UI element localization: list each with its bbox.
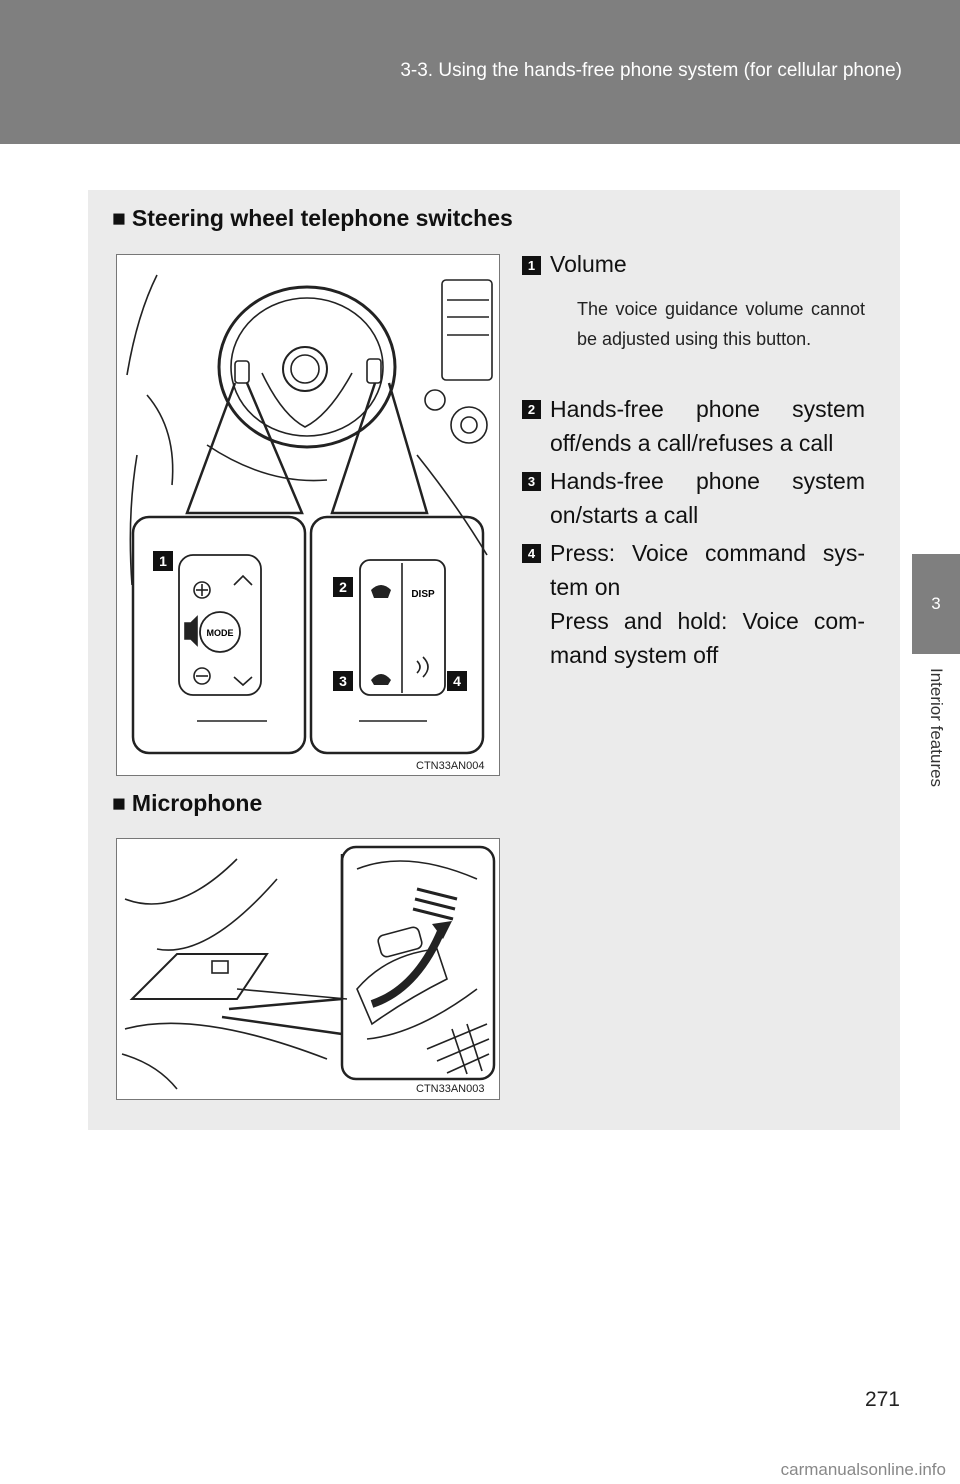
page-number: 271 <box>864 1388 900 1411</box>
section-bullet: ■ <box>112 205 126 231</box>
section-bullet: ■ <box>112 790 126 816</box>
callout-1-box <box>153 551 173 571</box>
list-item-volume: 1 Volume <box>522 250 867 290</box>
section-heading-steering: ■Steering wheel telephone switches <box>112 205 513 232</box>
list-item-phone-on: 3 Hands-free phone system on/starts a ca… <box>522 464 867 534</box>
list-item-phone-off: 2 Hands-free phone system off/ends a cal… <box>522 392 867 462</box>
item-text-secondary: Press and hold: Voice com-mand system of… <box>550 608 865 668</box>
microphone-illustration <box>121 845 496 1090</box>
item-number: 2 <box>522 400 541 419</box>
figure-code-microphone: CTN33AN003 <box>416 1083 485 1095</box>
chapter-tab: 3 <box>912 554 960 654</box>
disp-button-label: DISP <box>411 589 435 600</box>
item-text: Press: Voice command sys-tem on <box>550 540 865 600</box>
section-title: Steering wheel telephone switches <box>131 205 513 231</box>
watermark: carmanualsonline.info <box>780 1460 946 1479</box>
header-title: 3-3. Using the hands-free phone system (… <box>400 60 902 81</box>
callout-2: 2 <box>339 579 347 595</box>
page-header: 3-3. Using the hands-free phone system (… <box>0 0 960 144</box>
callout-1: 1 <box>159 553 167 569</box>
mode-button-label: MODE <box>207 628 234 638</box>
callout-3: 3 <box>339 673 347 689</box>
chapter-label: Interior features <box>927 668 946 788</box>
chapter-number: 3 <box>931 594 941 613</box>
figure-code-steering: CTN33AN004 <box>416 760 485 772</box>
item-text: Hands-free phone system on/starts a call <box>550 468 865 528</box>
callout-4-box <box>447 671 467 691</box>
callout-2-box <box>333 577 353 597</box>
callout-4: 4 <box>453 673 461 689</box>
item-number: 1 <box>522 256 541 275</box>
item-number: 3 <box>522 472 541 491</box>
microphone-figure <box>116 838 500 1100</box>
steering-wheel-figure: MODE DISP 1 2 3 4 <box>116 254 500 776</box>
callout-3-box <box>333 671 353 691</box>
item-number: 4 <box>522 544 541 563</box>
volume-note: The voice guidance volume cannot be adju… <box>577 299 865 349</box>
steering-wheel-illustration: MODE DISP 1 2 3 4 <box>126 274 493 755</box>
section-heading-microphone: ■Microphone <box>112 790 262 817</box>
list-item-voice-command: 4 Press: Voice command sys-tem on Press … <box>522 536 867 676</box>
item-text: Volume <box>550 251 627 277</box>
item-text: Hands-free phone system off/ends a call/… <box>550 396 865 456</box>
section-title: Microphone <box>131 790 263 816</box>
